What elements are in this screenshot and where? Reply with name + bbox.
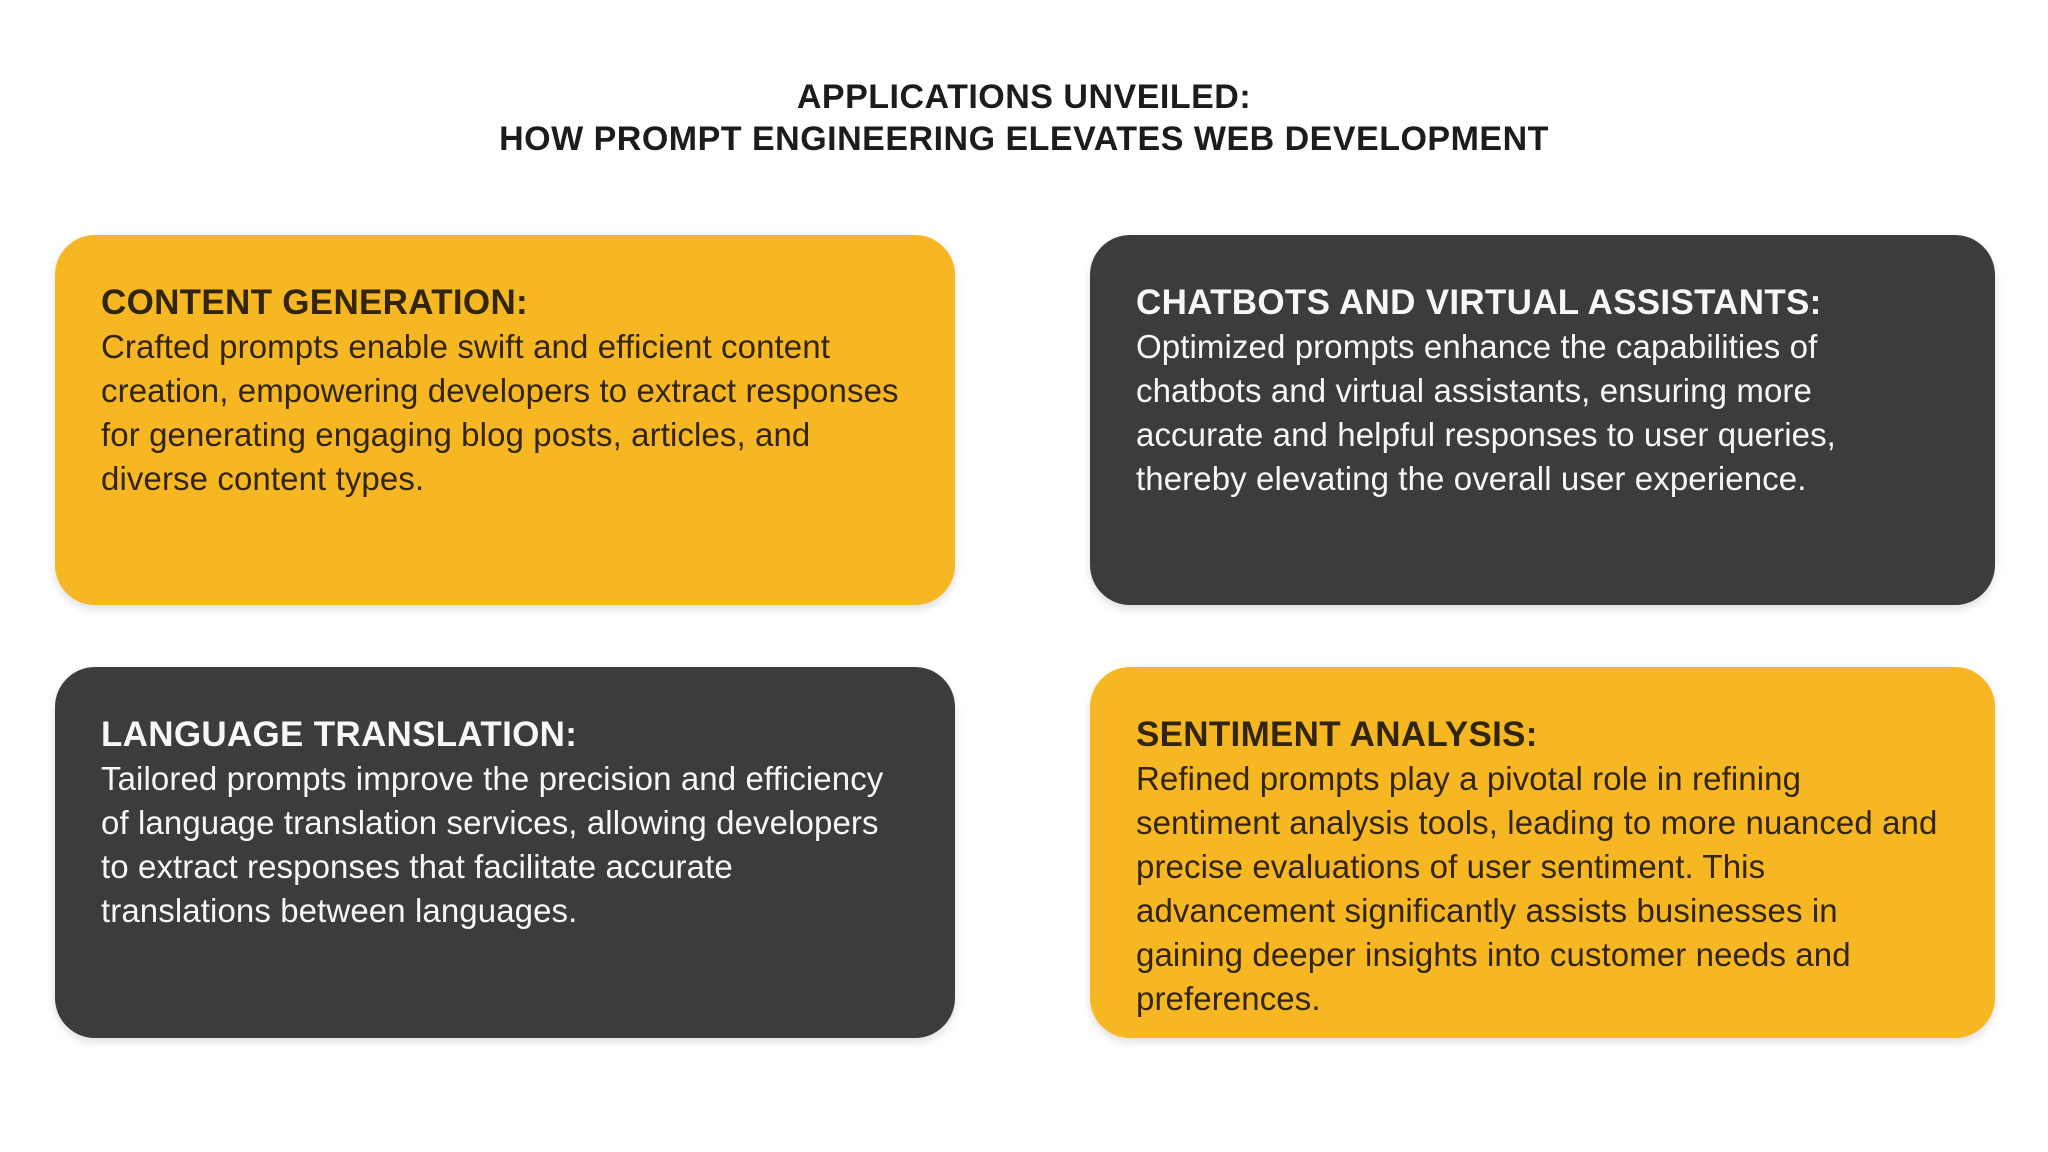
card-body: Refined prompts play a pivotal role in r…	[1136, 760, 1938, 1017]
card-language-translation: LANGUAGE TRANSLATION: Tailored prompts i…	[55, 667, 955, 1038]
page-title-line2: HOW PROMPT ENGINEERING ELEVATES WEB DEVE…	[499, 120, 1549, 158]
cards-grid: CONTENT GENERATION: Crafted prompts enab…	[55, 235, 1995, 1038]
page-title-line1: APPLICATIONS UNVEILED:	[796, 78, 1252, 116]
card-sentiment-analysis: SENTIMENT ANALYSIS: Refined prompts play…	[1090, 667, 1995, 1038]
card-heading: LANGUAGE TRANSLATION:	[101, 715, 578, 754]
card-body: Tailored prompts improve the precision a…	[101, 760, 884, 929]
card-body: Optimized prompts enhance the capabiliti…	[1136, 328, 1836, 497]
card-heading: CHATBOTS AND VIRTUAL ASSISTANTS:	[1136, 283, 1822, 322]
card-heading: CONTENT GENERATION:	[101, 283, 528, 322]
card-content-generation: CONTENT GENERATION: Crafted prompts enab…	[55, 235, 955, 605]
page-title: APPLICATIONS UNVEILED: HOW PROMPT ENGINE…	[0, 76, 2048, 160]
card-chatbots-and-virtual-assistants: CHATBOTS AND VIRTUAL ASSISTANTS: Optimiz…	[1090, 235, 1995, 605]
card-heading: SENTIMENT ANALYSIS:	[1136, 715, 1538, 754]
card-body: Crafted prompts enable swift and efficie…	[101, 328, 899, 497]
